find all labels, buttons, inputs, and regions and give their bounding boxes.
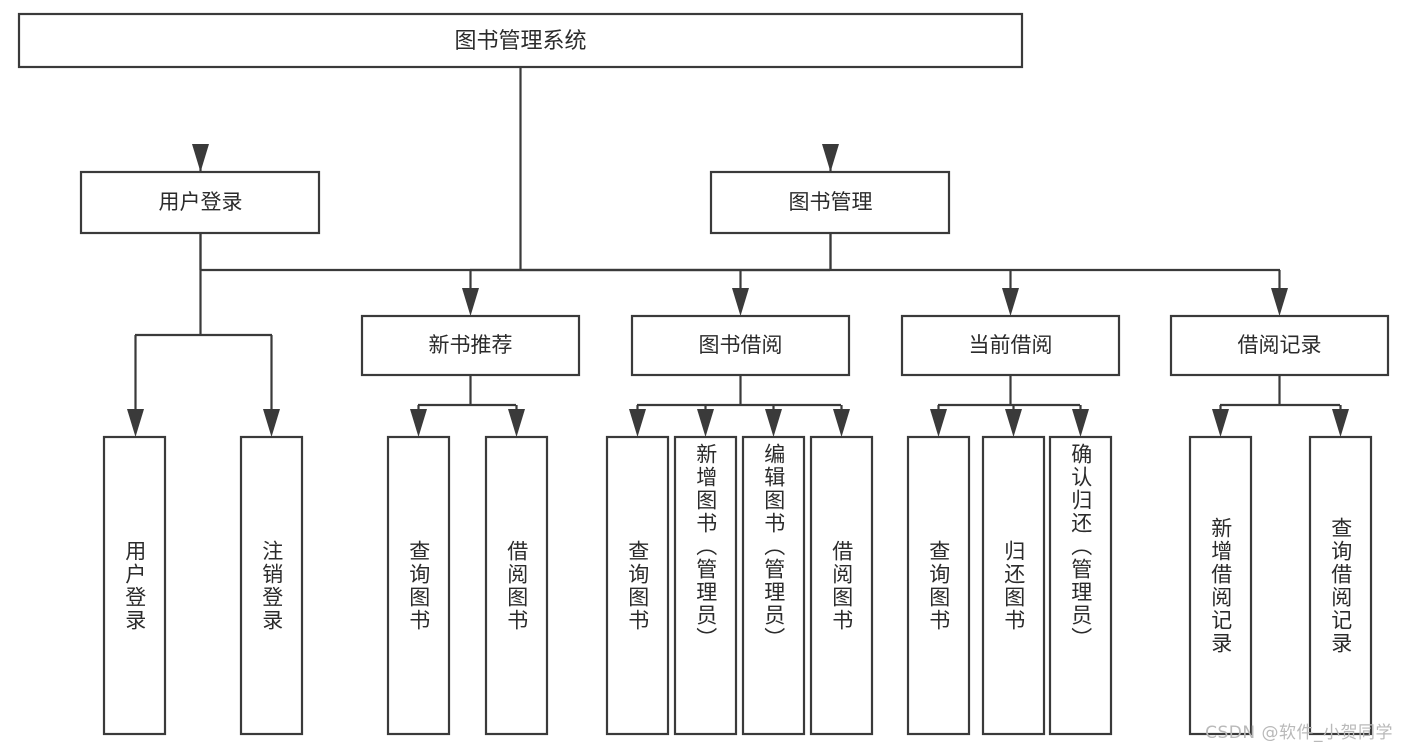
leaf-box-add-borrow-record[interactable] xyxy=(1188,435,1253,736)
arrowhead-br-leaf-2 xyxy=(1332,409,1349,437)
node-current-borrow-box[interactable] xyxy=(900,314,1121,377)
node-root-label: 图书管理系统 xyxy=(454,29,586,54)
node-current-borrow[interactable]: 当前借阅 xyxy=(900,314,1121,377)
leaf-box-query-book-bb[interactable] xyxy=(605,435,670,736)
leaf-box-query-borrow-record[interactable] xyxy=(1308,435,1373,736)
node-root-system[interactable]: 图书管理系统 xyxy=(17,12,1024,69)
arrowhead-nbr-leaf-1 xyxy=(410,409,427,437)
arrowhead-br-leaf-1 xyxy=(1212,409,1229,437)
arrowhead-leaf-user-login xyxy=(127,409,144,437)
leaf-box-layer xyxy=(102,435,1373,736)
node-current-borrow-label: 当前借阅 xyxy=(969,333,1053,357)
node-book-borrow-box[interactable] xyxy=(630,314,851,377)
leaf-box-add-book-admin[interactable] xyxy=(673,435,738,736)
leaf-box-borrow-book-bb[interactable] xyxy=(809,435,874,736)
node-user-login[interactable]: 用户登录 xyxy=(79,170,321,235)
node-new-book-recommend-label: 新书推荐 xyxy=(429,333,513,357)
node-user-login-box[interactable] xyxy=(79,170,321,235)
node-book-management-label: 图书管理 xyxy=(789,190,873,214)
node-new-book-recommend-box[interactable] xyxy=(360,314,581,377)
node-root-box[interactable] xyxy=(17,12,1024,69)
arrowhead-current-borrow xyxy=(1002,288,1019,316)
arrowhead-book-mgmt xyxy=(822,144,839,172)
arrowhead-cb-leaf-1 xyxy=(930,409,947,437)
connector-layer xyxy=(127,67,1349,437)
node-book-borrow-label: 图书借阅 xyxy=(699,333,783,357)
arrowhead-new-book-rec xyxy=(462,288,479,316)
arrowhead-bb-leaf-1 xyxy=(629,409,646,437)
arrowhead-user-login xyxy=(192,144,209,172)
node-book-management-box[interactable] xyxy=(709,170,951,235)
arrowhead-book-borrow xyxy=(732,288,749,316)
arrowhead-bb-leaf-2 xyxy=(697,409,714,437)
arrowhead-nbr-leaf-2 xyxy=(508,409,525,437)
arrowhead-cb-leaf-2 xyxy=(1005,409,1022,437)
leaf-box-logout[interactable] xyxy=(239,435,304,736)
leaf-box-borrow-book-nbr[interactable] xyxy=(484,435,549,736)
csdn-watermark: CSDN @软件_小贺同学 xyxy=(1205,723,1393,743)
leaf-box-query-book-nbr[interactable] xyxy=(386,435,451,736)
arrowhead-bb-leaf-4 xyxy=(833,409,850,437)
arrowhead-borrow-record xyxy=(1271,288,1288,316)
node-borrow-record[interactable]: 借阅记录 xyxy=(1169,314,1390,377)
arrowhead-bb-leaf-3 xyxy=(765,409,782,437)
node-book-borrow[interactable]: 图书借阅 xyxy=(630,314,851,377)
node-user-login-label: 用户登录 xyxy=(159,190,243,214)
arrowhead-cb-leaf-3 xyxy=(1072,409,1089,437)
node-borrow-record-box[interactable] xyxy=(1169,314,1390,377)
leaf-box-return-book[interactable] xyxy=(981,435,1046,736)
node-book-management[interactable]: 图书管理 xyxy=(709,170,951,235)
leaf-box-query-book-cb[interactable] xyxy=(906,435,971,736)
leaf-box-edit-book-admin[interactable] xyxy=(741,435,806,736)
arrowhead-leaf-logout xyxy=(263,409,280,437)
node-new-book-recommend[interactable]: 新书推荐 xyxy=(360,314,581,377)
leaf-box-confirm-return-admin[interactable] xyxy=(1048,435,1113,736)
node-borrow-record-label: 借阅记录 xyxy=(1238,333,1322,357)
leaf-box-user-login[interactable] xyxy=(102,435,167,736)
